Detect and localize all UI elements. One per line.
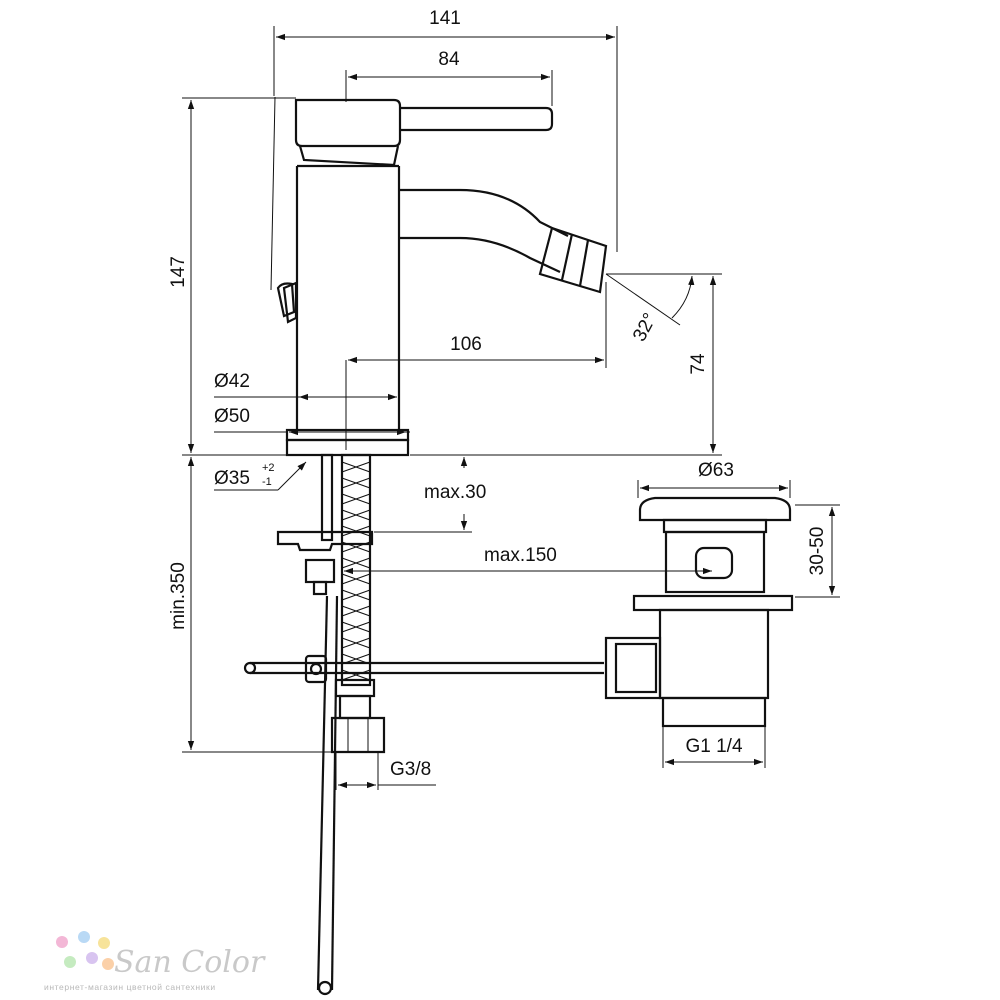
dim-handle-reach: 84 [438, 49, 460, 70]
dim-spout-height: 74 [688, 353, 709, 375]
dim-body-diameter: Ø42 [214, 371, 250, 392]
dim-overall-width: 141 [429, 8, 461, 29]
watermark-dot [78, 931, 90, 943]
dim-min-hose: min.350 [168, 562, 189, 630]
dim-hole-diameter: Ø35 [214, 468, 250, 489]
faucet-body [270, 96, 608, 457]
dim-base-diameter: Ø50 [214, 406, 250, 427]
watermark-dot [98, 937, 110, 949]
dim-max-rod: max.150 [484, 545, 557, 566]
dim-spout-reach: 106 [450, 334, 482, 355]
watermark-dot [102, 958, 114, 970]
dim-waste-diameter: Ø63 [698, 460, 734, 481]
watermark-brand: San Color [114, 945, 266, 980]
popup-waste [604, 496, 794, 728]
dim-max-thickness: max.30 [424, 482, 486, 503]
dim-waste-thread: G1 1/4 [685, 736, 742, 757]
under-counter-parts [243, 453, 604, 996]
watermark-dot [64, 956, 76, 968]
watermark-tagline: интернет-магазин цветной сантехники [44, 982, 216, 992]
watermark-dots [56, 931, 114, 970]
watermark: San Color интернет-магазин цветной санте… [44, 931, 266, 992]
dimension-lines [182, 26, 840, 790]
dim-spray-angle: 32° [629, 310, 661, 345]
dim-waste-range: 30-50 [807, 527, 828, 576]
dim-hose-thread: G3/8 [390, 759, 431, 780]
watermark-dot [56, 936, 68, 948]
dim-hole-tol-minus: -1 [262, 476, 272, 488]
watermark-dot [86, 952, 98, 964]
dim-total-height: 147 [168, 256, 189, 288]
dim-hole-tol-plus: +2 [262, 462, 275, 474]
